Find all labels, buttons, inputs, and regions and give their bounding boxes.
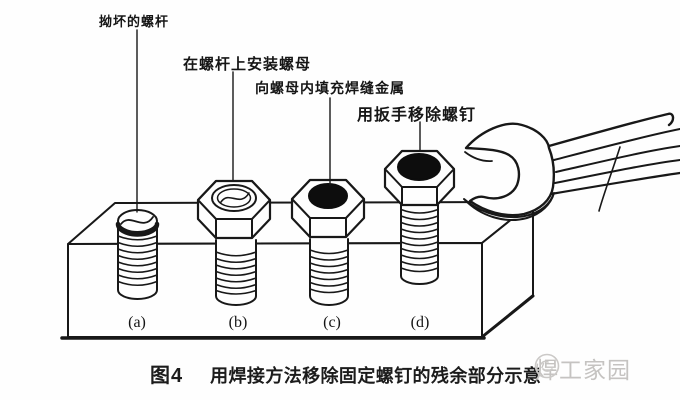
figure-number: 图4 <box>150 365 184 387</box>
bolt-a-broken-stud <box>115 209 160 300</box>
leader-lines <box>136 29 421 213</box>
callout-fill-weld-metal: 向螺母内填充焊缝金属 <box>255 80 405 96</box>
hex-nut <box>196 179 272 240</box>
broken-surface-crack <box>120 216 154 225</box>
bolt-b-nut-installed <box>196 179 272 306</box>
hex-nut <box>383 149 456 207</box>
bolt-d-being-removed <box>383 149 456 285</box>
rotation-arrow <box>598 146 621 212</box>
broken-surface-crack <box>220 192 250 203</box>
watermark: 焊工家园 <box>532 351 631 385</box>
wrench-handle <box>547 112 680 196</box>
figure-caption: 图4 用焊接方法移除固定螺钉的残余部分示意 <box>150 359 541 388</box>
callout-install-nut: 在螺杆上安装螺母 <box>183 56 312 73</box>
hex-nut <box>290 178 366 239</box>
welder-home-logo-icon <box>534 353 560 379</box>
panel-label-c: (c) <box>323 314 341 331</box>
weld-metal-fill <box>397 153 441 181</box>
callout-remove-with-wrench: 用扳手移除螺钉 <box>357 107 477 124</box>
panel-label-d: (d) <box>410 314 430 331</box>
weld-metal-fill <box>308 183 348 209</box>
panel-label-a: (a) <box>128 314 146 331</box>
figure-title: 用焊接方法移除固定螺钉的残余部分示意 <box>210 366 542 386</box>
open-end-wrench <box>463 112 680 221</box>
bolt-c-weld-filled <box>290 178 366 306</box>
callout-broken-screw: 拗坏的螺杆 <box>99 14 170 29</box>
panel-label-b: (b) <box>228 314 248 331</box>
